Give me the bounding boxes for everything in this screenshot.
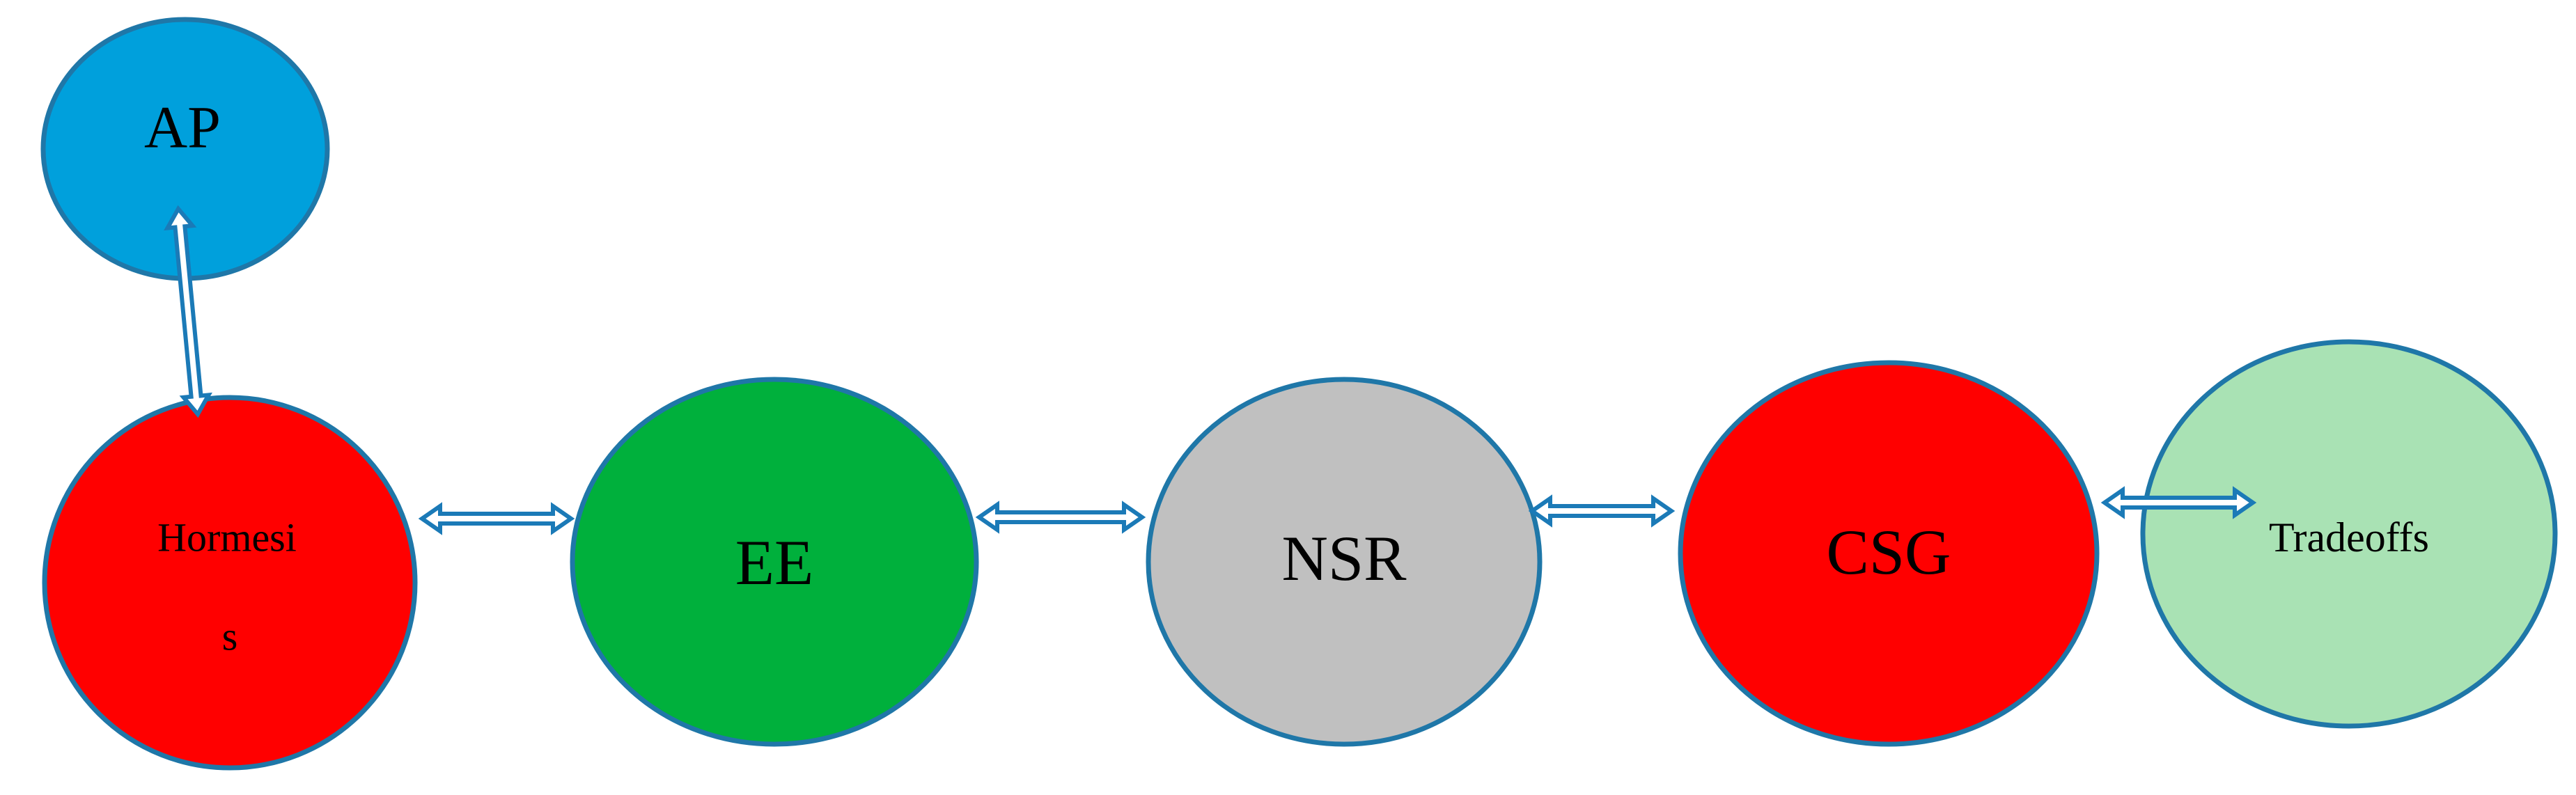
arrow-nsr-csg xyxy=(1528,494,1676,528)
arrow-ee-nsr xyxy=(975,501,1146,534)
hormesis-label-line1: Hormesi xyxy=(157,514,297,560)
hormesis-label-line2: s xyxy=(222,613,238,659)
node-tradeoffs xyxy=(2140,339,2558,729)
nsr-label: NSR xyxy=(1282,523,1407,594)
arrow-hormesis-ee xyxy=(418,502,575,535)
node-hormesis xyxy=(42,395,418,771)
node-csg xyxy=(1678,360,2100,747)
arrow-csg-tradeoffs xyxy=(2100,486,2257,519)
arrow-ap-hormesis xyxy=(164,205,212,418)
ap-label: AP xyxy=(144,94,221,161)
csg-label: CSG xyxy=(1827,517,1951,588)
ee-label: EE xyxy=(735,527,813,598)
tradeoffs-label: Tradeoffs xyxy=(2269,514,2429,560)
connectors xyxy=(164,205,2257,535)
node-nsr xyxy=(1146,377,1543,747)
node-ee xyxy=(570,377,979,747)
